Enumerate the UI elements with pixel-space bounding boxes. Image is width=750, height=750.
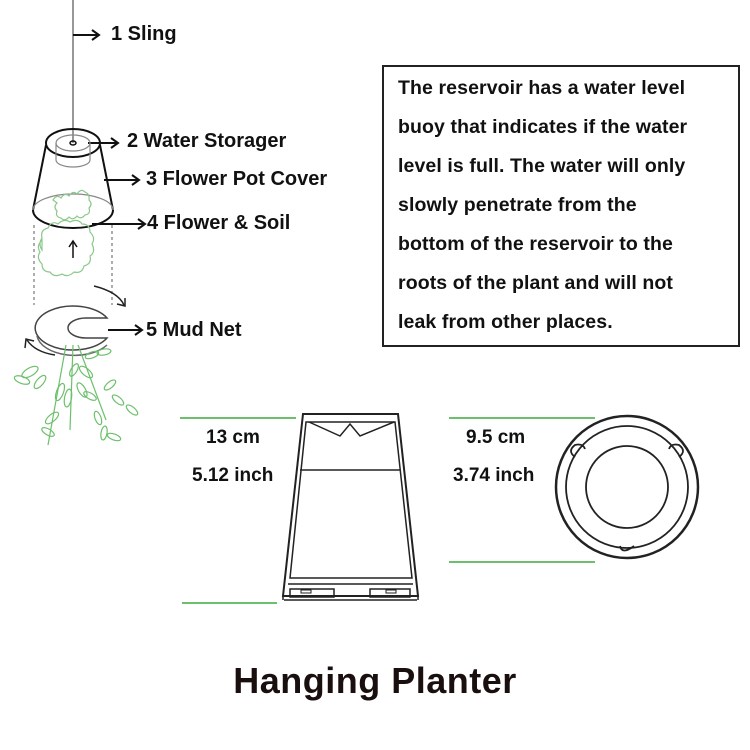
description-line: level is full. The water will only [398, 155, 686, 177]
plant-icon [13, 344, 139, 446]
water-storager-icon [55, 134, 91, 168]
diameter-dimension-lines [449, 417, 595, 563]
part-label-sling: 1 Sling [111, 23, 177, 45]
part-label-flower-pot-cover: 3 Flower Pot Cover [146, 168, 328, 190]
up-arrow-icon [68, 239, 78, 258]
description-line: slowly penetrate from the [398, 194, 637, 216]
part-label-water-storager: 2 Water Storager [127, 130, 287, 152]
page-title: Hanging Planter [233, 660, 517, 701]
pot-top-view-icon [554, 414, 700, 560]
soil-icon [37, 189, 95, 277]
height-cm-label: 13 cm [206, 427, 260, 448]
description-box: The reservoir has a water level buoy tha… [382, 65, 740, 347]
guide-lines [33, 225, 113, 305]
pot-side-view-icon [281, 413, 420, 601]
description-line: roots of the plant and will not [398, 272, 673, 294]
height-inch-label: 5.12 inch [192, 465, 274, 486]
diameter-cm-label: 9.5 cm [466, 427, 526, 448]
rotate-arrow-icon [24, 285, 126, 356]
part-label-mud-net: 5 Mud Net [146, 319, 242, 341]
part-label-flower-soil: 4 Flower & Soil [147, 212, 291, 234]
label-arrows [73, 29, 147, 336]
description-line: The reservoir has a water level [398, 77, 686, 99]
description-line: bottom of the reservoir to the [398, 233, 673, 255]
description-line: leak from other places. [398, 311, 613, 333]
mud-net-icon [34, 305, 109, 357]
pot-cover-icon [32, 128, 114, 229]
height-dimension-lines [180, 417, 296, 604]
description-line: buoy that indicates if the water [398, 116, 688, 138]
diameter-inch-label: 3.74 inch [453, 465, 535, 486]
